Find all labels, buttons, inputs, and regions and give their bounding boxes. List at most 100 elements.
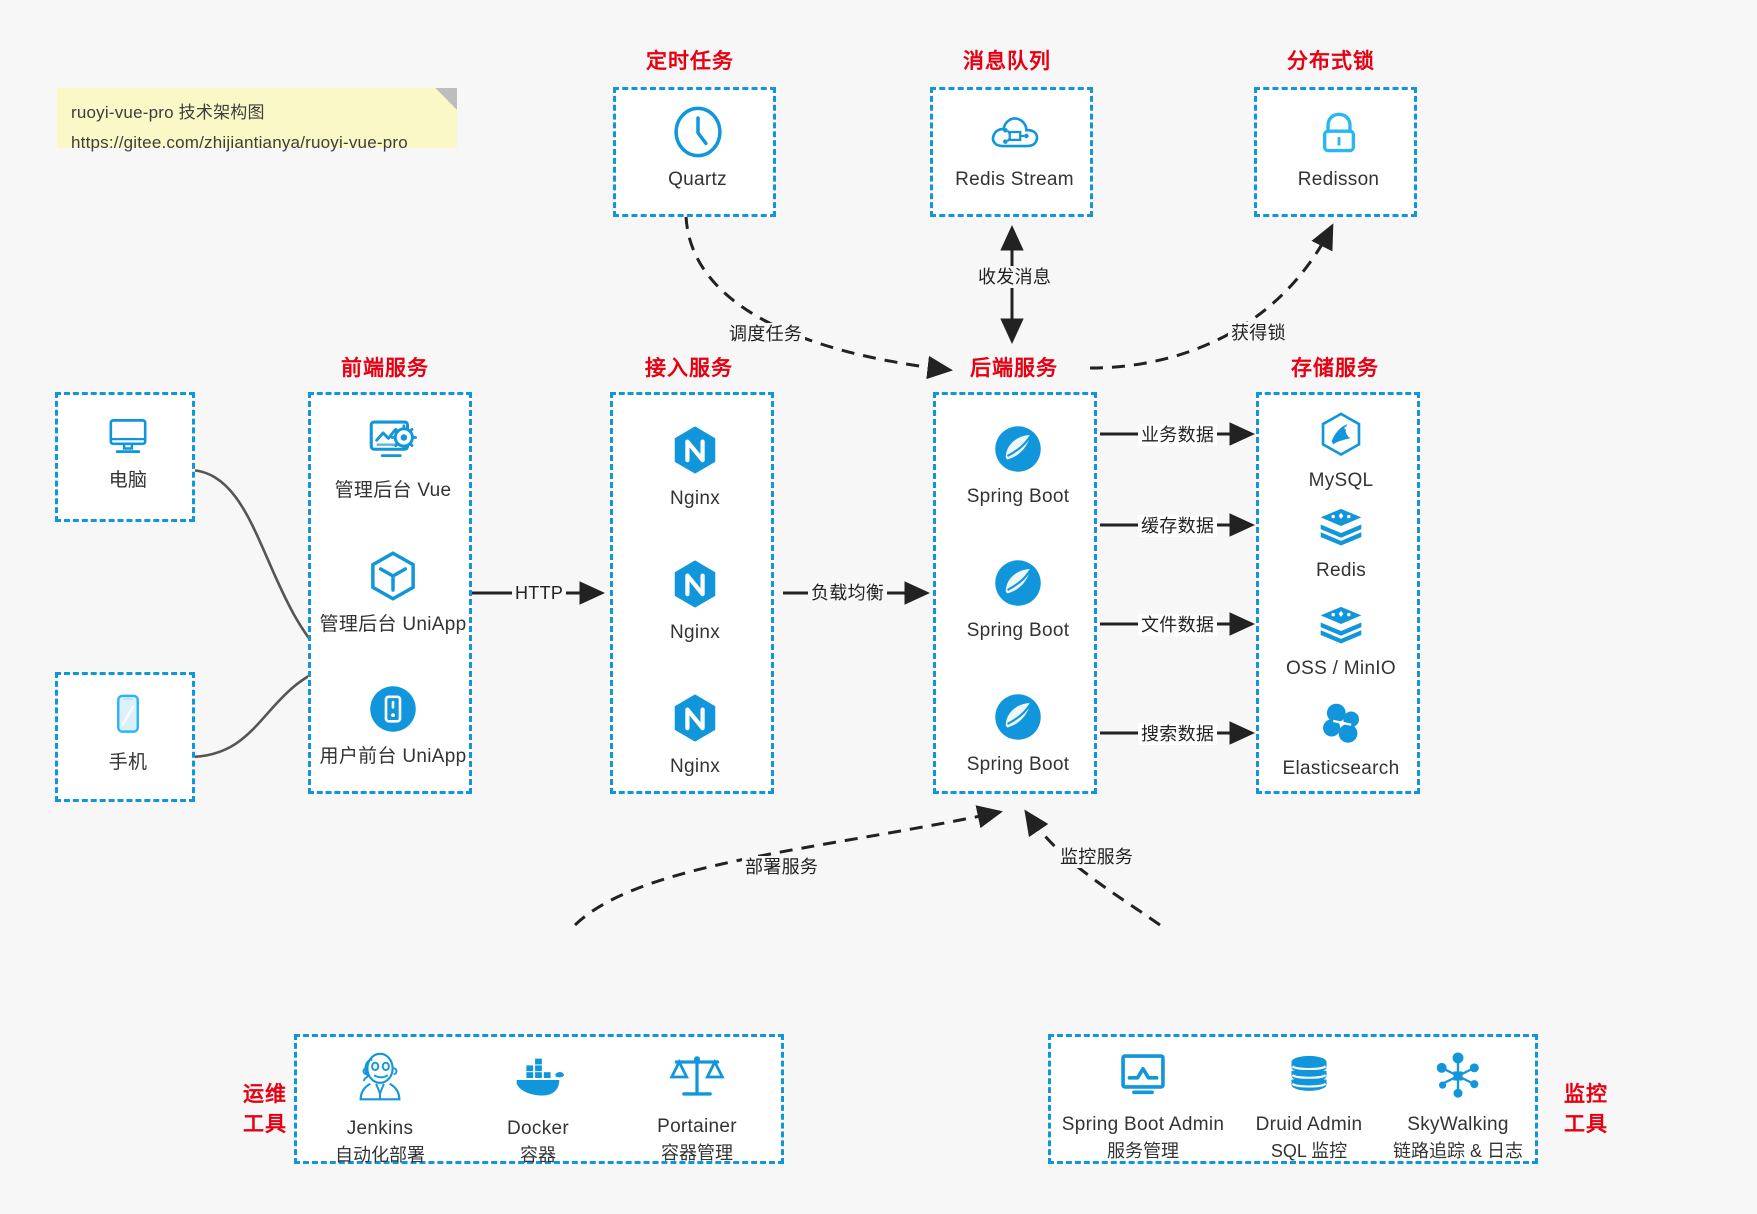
node-portainer[interactable]: Portainer 容器管理: [622, 1047, 772, 1166]
monitor-label-line2: 工具: [1564, 1113, 1608, 1136]
group-label-scheduled-task: 定时任务: [646, 50, 734, 73]
database-cylinder-icon: [1291, 1055, 1327, 1091]
group-box-client-pc: 电脑: [55, 392, 195, 522]
node-desc: 容器: [520, 1145, 556, 1165]
node-nginx-3[interactable]: Nginx: [613, 689, 777, 780]
node-spring-boot-3[interactable]: Spring Boot: [936, 689, 1100, 778]
node-desc: 链路追踪 & 日志: [1392, 1141, 1523, 1161]
edge-quartz-to-backend: [684, 215, 953, 380]
docker-whale-icon: [516, 1058, 565, 1096]
node-redis-stream[interactable]: Redis Stream: [933, 104, 1096, 193]
node-label: Docker: [507, 1118, 569, 1139]
ops-label-line1: 运维: [243, 1083, 287, 1106]
node-label: Jenkins: [346, 1118, 414, 1139]
mobile-phone-icon: [117, 694, 139, 733]
node-desc: 容器管理: [661, 1143, 733, 1163]
title-sticky-note: ruoyi-vue-pro 技术架构图 https://gitee.com/zh…: [57, 88, 457, 152]
node-label: Nginx: [669, 488, 721, 509]
node-quartz[interactable]: Quartz: [616, 104, 779, 193]
node-desc: 服务管理: [1107, 1141, 1179, 1161]
monitor-chart-icon: [1121, 1054, 1165, 1095]
note-title: ruoyi-vue-pro 技术架构图: [71, 103, 265, 122]
node-user-uniapp[interactable]: 用户前台 UniApp: [311, 681, 475, 770]
hexagon-cube-icon: [371, 551, 415, 601]
node-admin-uniapp[interactable]: 管理后台 UniApp: [311, 547, 475, 638]
edge-label-schedule-task: 调度任务: [726, 323, 806, 345]
edge-backend-to-lock: [1089, 223, 1334, 370]
spring-leaf-icon: [995, 694, 1041, 740]
spring-leaf-icon: [995, 560, 1041, 606]
group-label-gateway: 接入服务: [645, 357, 733, 380]
edge-label-monitor-service: 监控服务: [1057, 846, 1137, 868]
node-label: Quartz: [668, 169, 727, 190]
group-box-gateway: Nginx Nginx Nginx: [610, 392, 774, 794]
node-label: 管理后台 UniApp: [319, 614, 467, 635]
node-spring-boot-admin[interactable]: Spring Boot Admin 服务管理: [1053, 1047, 1233, 1164]
node-label: Nginx: [669, 756, 721, 777]
node-oss-minio[interactable]: OSS / MinIO: [1259, 599, 1423, 682]
node-admin-vue[interactable]: 管理后台 Vue: [311, 413, 475, 504]
node-mysql[interactable]: MySQL: [1259, 409, 1423, 494]
edge-label-load-balance: 负载均衡: [808, 582, 888, 604]
node-label: Elasticsearch: [1282, 758, 1400, 779]
group-label-storage: 存储服务: [1291, 357, 1379, 380]
node-nginx-1[interactable]: Nginx: [613, 421, 777, 512]
edge-label-file-data: 文件数据: [1138, 614, 1218, 636]
node-label: OSS / MinIO: [1286, 658, 1396, 679]
node-label: Nginx: [669, 622, 721, 643]
edge-label-send-receive-message: 收发消息: [975, 266, 1055, 288]
node-label: Redisson: [1297, 169, 1380, 190]
group-box-storage: MySQL Redis OSS / MinIO: [1256, 392, 1420, 794]
node-spring-boot-1[interactable]: Spring Boot: [936, 421, 1100, 510]
group-box-backend: Spring Boot Spring Boot Spring Boot: [933, 392, 1097, 794]
ops-label-line2: 工具: [243, 1113, 287, 1136]
redis-stack-icon: [1320, 606, 1362, 644]
node-redis[interactable]: Redis: [1259, 501, 1423, 584]
edge-label-deploy-service: 部署服务: [742, 856, 822, 878]
dashboard-gear-icon: [369, 420, 418, 457]
app-circle-icon: [370, 686, 416, 732]
node-label: Portainer: [657, 1116, 737, 1137]
edge-label-cache-data: 缓存数据: [1138, 515, 1218, 537]
node-label: MySQL: [1308, 470, 1374, 491]
node-jenkins[interactable]: Jenkins 自动化部署: [305, 1047, 455, 1168]
group-box-monitor-tools: Spring Boot Admin 服务管理: [1048, 1034, 1538, 1164]
node-elasticsearch[interactable]: Elasticsearch: [1259, 699, 1423, 782]
cloud-stream-icon: [991, 117, 1038, 148]
group-label-frontend: 前端服务: [341, 357, 429, 380]
nginx-icon: [674, 560, 716, 608]
node-pc[interactable]: 电脑: [58, 411, 198, 494]
edge-label-search-data: 搜索数据: [1138, 723, 1218, 745]
mysql-dolphin-icon: [1321, 412, 1361, 457]
node-redisson[interactable]: Redisson: [1257, 104, 1420, 193]
edge-label-business-data: 业务数据: [1138, 424, 1218, 446]
group-box-client-phone: 手机: [55, 672, 195, 802]
node-label: 管理后台 Vue: [334, 480, 452, 501]
node-label: Druid Admin: [1255, 1114, 1363, 1135]
edge-monitor-to-backend: [1024, 809, 1161, 927]
clock-icon: [673, 106, 722, 158]
node-network-icon: [1436, 1052, 1479, 1098]
node-phone[interactable]: 手机: [58, 691, 198, 776]
group-box-distributed-lock: Redisson: [1254, 87, 1417, 217]
node-nginx-2[interactable]: Nginx: [613, 555, 777, 646]
node-label: Spring Boot: [966, 754, 1070, 775]
node-label: Spring Boot: [966, 486, 1070, 507]
group-box-scheduled-task: Quartz: [613, 87, 776, 217]
elasticsearch-icon: [1323, 703, 1359, 743]
nginx-icon: [674, 426, 716, 474]
group-label-monitor-tools: 监控 工具: [1556, 1080, 1616, 1140]
node-label: 用户前台 UniApp: [319, 746, 467, 767]
node-druid-admin[interactable]: Druid Admin SQL 监控: [1229, 1047, 1389, 1164]
node-docker[interactable]: Docker 容器: [463, 1047, 613, 1168]
note-fold-corner: [435, 88, 457, 110]
node-desc: SQL 监控: [1270, 1141, 1348, 1161]
node-label: Redis Stream: [955, 169, 1074, 190]
note-url: https://gitee.com/zhijiantianya/ruoyi-vu…: [71, 133, 408, 152]
node-skywalking[interactable]: SkyWalking 链路追踪 & 日志: [1373, 1047, 1543, 1164]
node-spring-boot-2[interactable]: Spring Boot: [936, 555, 1100, 644]
node-label: Redis: [1315, 560, 1367, 581]
nginx-icon: [674, 694, 716, 742]
